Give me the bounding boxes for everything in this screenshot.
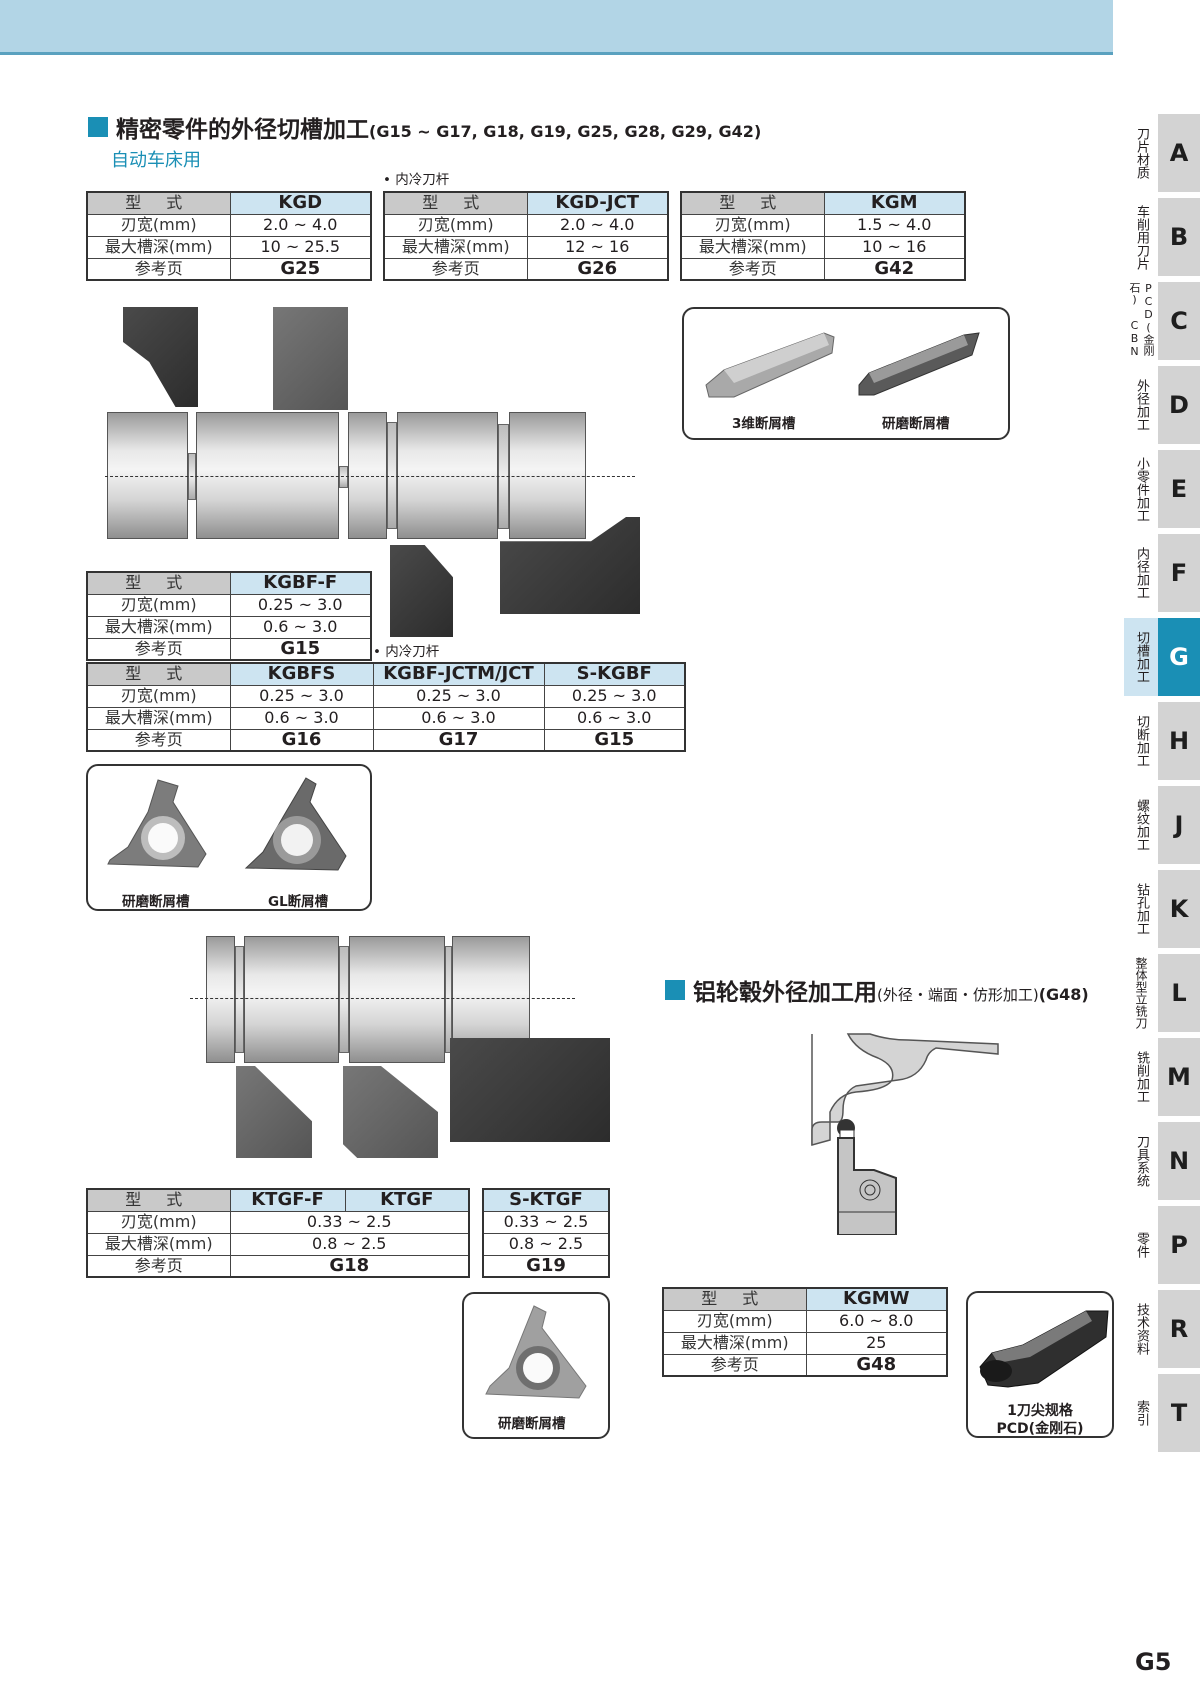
page-number: G5 bbox=[1135, 1648, 1172, 1676]
model-name: KGMW bbox=[805, 1287, 948, 1311]
sidebar-tab-b[interactable]: B bbox=[1158, 198, 1200, 276]
model-name: KGD-JCT bbox=[526, 191, 669, 215]
insert-image-box-s-ktgf: 研磨断屑槽 bbox=[462, 1292, 610, 1439]
sidebar-tab-f[interactable]: F bbox=[1158, 534, 1200, 612]
sidebar-tab-g-active[interactable]: G bbox=[1158, 618, 1200, 696]
insert-image-box-kgmw: 1刀尖规格 PCD(金刚石) bbox=[966, 1291, 1114, 1438]
header-band bbox=[0, 0, 1113, 55]
ref-page-link[interactable]: G48 bbox=[805, 1353, 948, 1377]
ref-page-link[interactable]: G19 bbox=[482, 1254, 610, 1278]
model-name: KGD bbox=[229, 191, 372, 215]
aluminum-wheel-machining-diagram bbox=[811, 1033, 999, 1235]
spec-table-ktgf: 型 式 KTGF-F KTGF 刃宽(mm)0.33 ~ 2.5 最大槽深(mm… bbox=[86, 1188, 470, 1278]
sidebar-tab-n[interactable]: N bbox=[1158, 1122, 1200, 1200]
ref-page-link[interactable]: G15 bbox=[229, 637, 372, 661]
model-name: KGBF-F bbox=[229, 571, 372, 595]
ref-page-link[interactable]: G25 bbox=[229, 257, 372, 281]
sidebar-tab-l[interactable]: L bbox=[1158, 954, 1200, 1032]
grooving-insert-image bbox=[705, 332, 980, 398]
model-name: S-KGBF bbox=[543, 662, 686, 686]
model-name: KGBFS bbox=[229, 662, 374, 686]
triangular-insert-image bbox=[107, 777, 347, 871]
sidebar-tab-t[interactable]: T bbox=[1158, 1374, 1200, 1452]
spec-table-kgbfs-group: 型 式 KGBFS KGBF-JCTM/JCT S-KGBF 刃宽(mm) 0.… bbox=[86, 662, 686, 752]
section-title-precision-grooving: 精密零件的外径切槽加工 (G15 ~ G17, G18, G19, G25, G… bbox=[88, 110, 761, 144]
model-name: KGM bbox=[823, 191, 966, 215]
section-title-aluminum-wheel: 铝轮毂外径加工用 (外径・端面・仿形加工) (G48) bbox=[665, 973, 1089, 1007]
model-name: KGBF-JCTM/JCT bbox=[372, 662, 545, 686]
triangular-insert-image bbox=[485, 1305, 587, 1399]
ref-page-link[interactable]: G15 bbox=[543, 728, 686, 752]
insert-image-box-kgbf: 研磨断屑槽 GL断屑槽 bbox=[86, 764, 372, 911]
ref-page-link[interactable]: G18 bbox=[229, 1254, 470, 1278]
section-subtitle: 自动车床用 bbox=[111, 150, 201, 171]
sidebar-tab-p[interactable]: P bbox=[1158, 1206, 1200, 1284]
ref-page-link[interactable]: G26 bbox=[526, 257, 669, 281]
section-title-text: 精密零件的外径切槽加工 bbox=[116, 117, 369, 143]
sidebar-tab-c[interactable]: C bbox=[1158, 282, 1200, 360]
section-title-refs: (G15 ~ G17, G18, G19, G25, G28, G29, G42… bbox=[369, 122, 762, 141]
spec-table-s-ktgf: S-KTGF 0.33 ~ 2.5 0.8 ~ 2.5 G19 bbox=[482, 1188, 610, 1278]
sidebar-tab-a[interactable]: A bbox=[1158, 114, 1200, 192]
model-name: KTGF bbox=[344, 1188, 470, 1212]
section-marker-icon bbox=[88, 117, 108, 137]
section-marker-icon bbox=[665, 980, 685, 1000]
sidebar-tab-h[interactable]: H bbox=[1158, 702, 1200, 780]
model-name: S-KTGF bbox=[482, 1188, 610, 1212]
insert-image-box-kgm: 3维断屑槽 研磨断屑槽 bbox=[682, 307, 1010, 440]
sidebar-tab-e[interactable]: E bbox=[1158, 450, 1200, 528]
pcd-insert-image bbox=[979, 1310, 1109, 1388]
sidebar-tab-m[interactable]: M bbox=[1158, 1038, 1200, 1116]
note-internal-coolant-1: • 内冷刀杆 bbox=[383, 172, 450, 188]
section-title-text: 铝轮毂外径加工用 bbox=[693, 980, 877, 1006]
sidebar-tab-k[interactable]: K bbox=[1158, 870, 1200, 948]
note-internal-coolant-2: • 内冷刀杆 bbox=[373, 644, 440, 660]
ref-page-link[interactable]: G42 bbox=[823, 257, 966, 281]
sidebar-tab-j[interactable]: J bbox=[1158, 786, 1200, 864]
ref-page-link[interactable]: G16 bbox=[229, 728, 374, 752]
ref-page-link[interactable]: G17 bbox=[372, 728, 545, 752]
sidebar-tab-d[interactable]: D bbox=[1158, 366, 1200, 444]
model-name: KTGF-F bbox=[229, 1188, 346, 1212]
sidebar-tab-r[interactable]: R bbox=[1158, 1290, 1200, 1368]
